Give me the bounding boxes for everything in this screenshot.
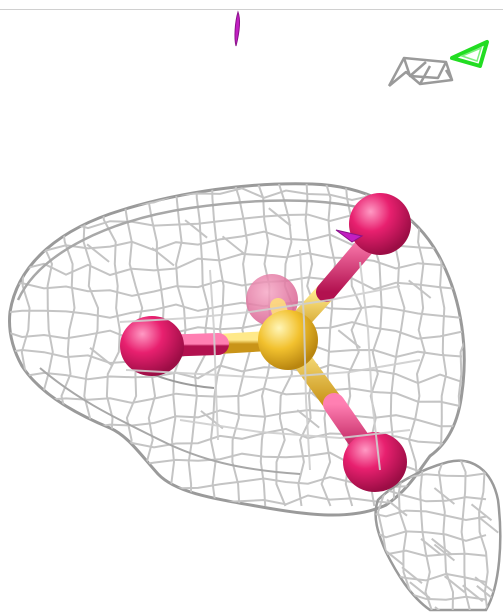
mesh-line <box>462 584 484 603</box>
mesh-line <box>407 183 426 507</box>
mesh-line <box>375 509 487 522</box>
mesh-line <box>9 183 10 507</box>
difference-density-arrow <box>335 229 364 243</box>
mesh-line <box>221 235 246 255</box>
difference-density-peak-magenta <box>234 10 240 47</box>
ligand-atom-top[interactable] <box>349 193 411 255</box>
mesh-line <box>386 498 408 517</box>
mesh-line <box>9 252 463 277</box>
mesh-line <box>9 387 463 408</box>
mesh-line <box>375 527 487 542</box>
mesh-line <box>456 460 472 610</box>
mesh-line <box>420 538 442 556</box>
difference-density-peak-green <box>450 40 489 68</box>
mesh-line <box>9 409 463 430</box>
mesh-line <box>431 537 453 556</box>
mesh-line <box>437 460 455 610</box>
mesh-line <box>408 279 432 299</box>
mesh-line <box>320 183 337 507</box>
central-atom[interactable] <box>258 310 318 370</box>
mesh-line <box>385 600 408 610</box>
mesh-line <box>433 487 456 505</box>
mesh-line <box>296 409 320 429</box>
mesh-line <box>419 460 434 610</box>
mesh-line <box>57 183 76 507</box>
mesh-line <box>407 198 432 218</box>
mesh-line <box>9 363 463 385</box>
mesh-line <box>443 575 466 593</box>
mesh-line <box>433 543 456 562</box>
mesh-line <box>9 465 28 485</box>
tetrahedral-ion[interactable] <box>120 193 411 492</box>
mesh-line <box>184 219 208 239</box>
mesh-line <box>477 515 499 534</box>
mesh-line <box>9 300 463 319</box>
mesh-line <box>337 329 361 349</box>
mesh-line <box>268 207 292 227</box>
mesh-line <box>89 347 113 367</box>
small-mesh-fragment <box>387 56 454 87</box>
mesh-line <box>431 183 448 507</box>
mesh-line <box>104 501 129 516</box>
mesh-line <box>409 581 431 599</box>
mesh-line <box>10 183 31 507</box>
mesh-line <box>104 492 128 512</box>
mesh-line <box>470 503 493 522</box>
mesh-front-strands <box>119 249 421 471</box>
mesh-line <box>9 276 463 297</box>
mesh-line <box>460 231 465 251</box>
mesh-line <box>32 183 54 507</box>
mesh-line <box>474 576 496 594</box>
mesh-line <box>434 606 456 610</box>
mesh-line <box>151 247 175 267</box>
mesh-line <box>375 572 487 584</box>
mesh-line <box>9 183 463 188</box>
ligand-atom-left[interactable] <box>120 316 184 376</box>
viewer-top-border <box>0 0 503 10</box>
mesh-line <box>382 547 404 566</box>
ligand-atom-bottom[interactable] <box>343 432 407 492</box>
mesh-line <box>9 321 463 341</box>
mesh-line <box>86 243 110 263</box>
mesh-line <box>401 566 423 584</box>
mesh-line <box>201 498 225 516</box>
